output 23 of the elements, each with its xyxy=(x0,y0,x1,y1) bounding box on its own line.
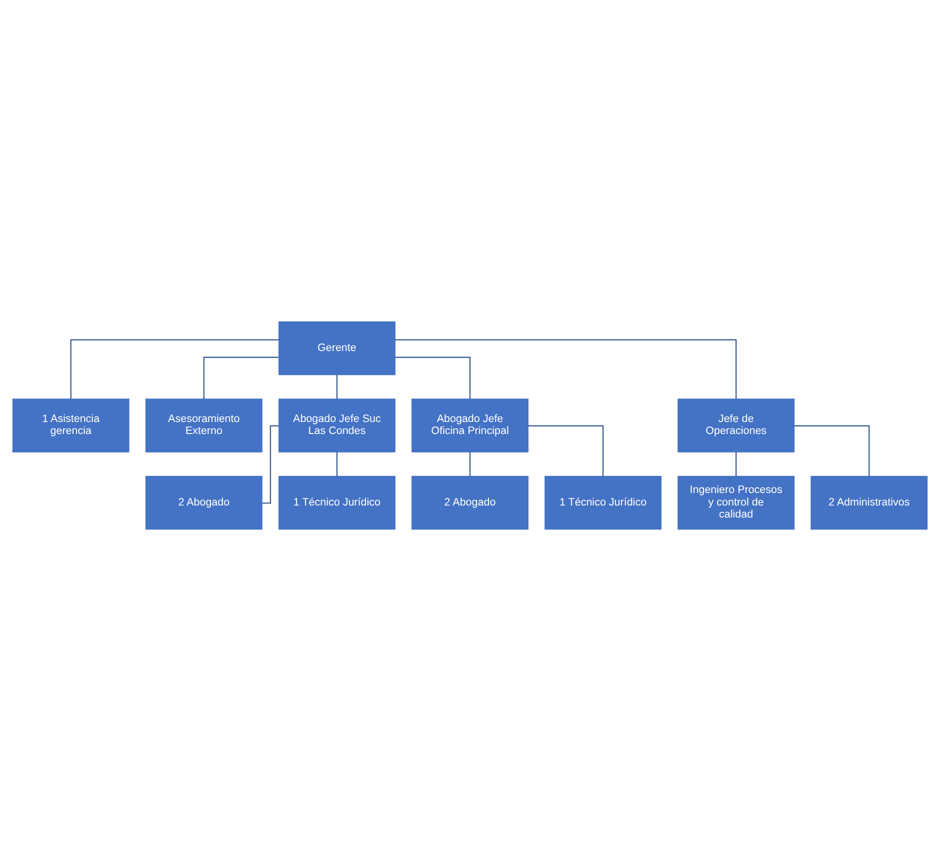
connector xyxy=(794,425,870,476)
node-box: 1 Técnico Jurídico xyxy=(278,476,396,530)
node-box: 2 Abogado xyxy=(412,476,528,530)
connector xyxy=(70,339,279,399)
connector xyxy=(395,339,737,399)
node-box: Asesoramiento Externo xyxy=(145,398,262,452)
connector xyxy=(203,356,279,399)
node-box: Abogado Jefe Oficina Principal xyxy=(412,398,528,452)
connector xyxy=(262,425,279,504)
connector xyxy=(469,452,471,476)
node-box: Gerente xyxy=(278,321,396,376)
node-box: Jefe de Operaciones xyxy=(678,398,795,452)
connector xyxy=(336,374,338,399)
node-box: 2 Abogado xyxy=(145,476,262,530)
node-box: Abogado Jefe Suc Las Condes xyxy=(278,398,396,452)
connector xyxy=(336,452,338,476)
connector xyxy=(528,425,604,476)
node-box: Ingeniero Procesos y control de calidad xyxy=(678,476,795,530)
connector xyxy=(395,356,471,399)
node-box: 2 Administrativos xyxy=(810,476,928,530)
node-box: 1 Asistencia gerencia xyxy=(12,398,130,452)
node-box: 1 Técnico Jurídico xyxy=(544,476,662,530)
connector xyxy=(736,452,737,476)
